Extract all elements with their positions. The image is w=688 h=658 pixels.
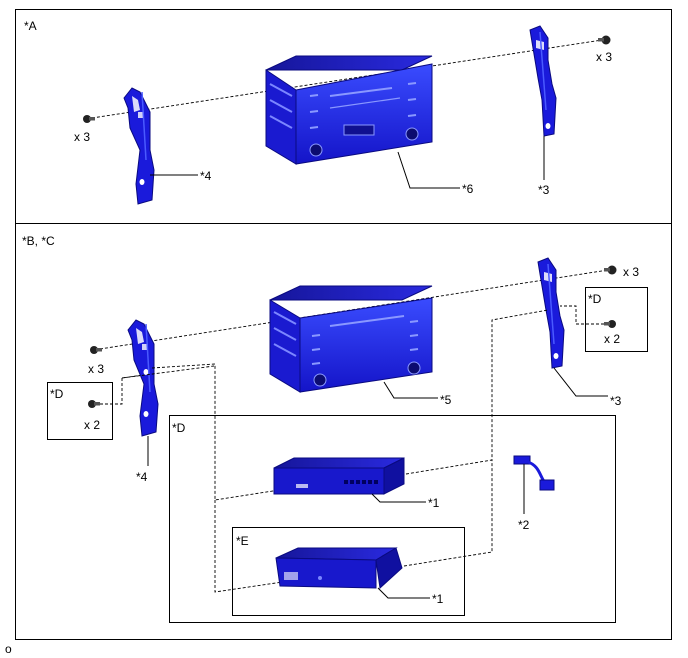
- panel-bc-callout-3: *3: [610, 394, 622, 408]
- panel-a-bolt-qty-left: x 3: [74, 130, 90, 144]
- box-d-frame: [169, 415, 616, 623]
- bolt-icon: [88, 400, 100, 408]
- box-e-frame: [232, 527, 465, 616]
- dashed-guide: [121, 365, 215, 379]
- leader-line: [371, 493, 426, 503]
- bracket-left-icon: [123, 87, 155, 205]
- panel-bc-bolt-qty-left: x 3: [88, 362, 104, 376]
- module-icon: [273, 457, 405, 495]
- bolt-icon: [90, 346, 102, 354]
- bracket-right-icon: [537, 257, 565, 369]
- panel-bc-label: *B, *C: [22, 234, 55, 248]
- leader-line: [397, 151, 460, 189]
- head-unit-icon: [265, 55, 433, 165]
- inset-d-left-label: *D: [50, 387, 64, 401]
- panel-bc-bolt-qty-right: x 3: [623, 265, 639, 279]
- bolt-icon: [604, 265, 617, 275]
- inset-d-right-frame: [585, 287, 648, 352]
- leader-line: [383, 381, 438, 399]
- panel-bc-callout-4: *4: [136, 470, 148, 484]
- inset-d-left-qty: x 2: [84, 418, 100, 432]
- bracket-right-icon: [529, 25, 557, 137]
- dashed-guide: [151, 363, 293, 501]
- footer-code: o: [5, 642, 12, 656]
- dashed-guide: [214, 500, 297, 593]
- dashed-guide: [403, 460, 493, 567]
- panel-a-label: *A: [24, 19, 37, 33]
- head-unit-icon: [269, 285, 433, 393]
- panel-a-bolt-qty-right: x 3: [596, 50, 612, 64]
- dashed-guide: [560, 305, 604, 325]
- box-d-callout-1: *1: [428, 496, 440, 510]
- inset-d-right-label: *D: [588, 292, 602, 306]
- panel-a-callout-6: *6: [462, 182, 474, 196]
- panel-a-callout-3: *3: [538, 183, 550, 197]
- module-icon: [275, 547, 403, 590]
- leader-line: [377, 587, 430, 599]
- dashed-guide: [100, 373, 151, 405]
- panel-bc-frame: [15, 223, 672, 640]
- box-e-callout-1: *1: [432, 592, 444, 606]
- bolt-icon: [604, 320, 616, 328]
- bracket-left-icon: [127, 319, 159, 437]
- bolt-icon: [598, 35, 611, 45]
- bolt-icon: [83, 115, 95, 123]
- leader-line: [553, 367, 608, 397]
- panel-bc-callout-5: *5: [440, 393, 452, 407]
- dashed-guide: [405, 309, 549, 475]
- panel-a-axis-line: [91, 39, 603, 119]
- inset-d-right-qty: x 2: [604, 332, 620, 346]
- inset-d-left-frame: [47, 382, 113, 440]
- box-e-label: *E: [236, 534, 249, 548]
- wire-harness-icon: [513, 455, 555, 491]
- box-d-callout-2: *2: [518, 518, 530, 532]
- box-d-label: *D: [172, 421, 186, 435]
- panel-a-callout-4: *4: [200, 169, 212, 183]
